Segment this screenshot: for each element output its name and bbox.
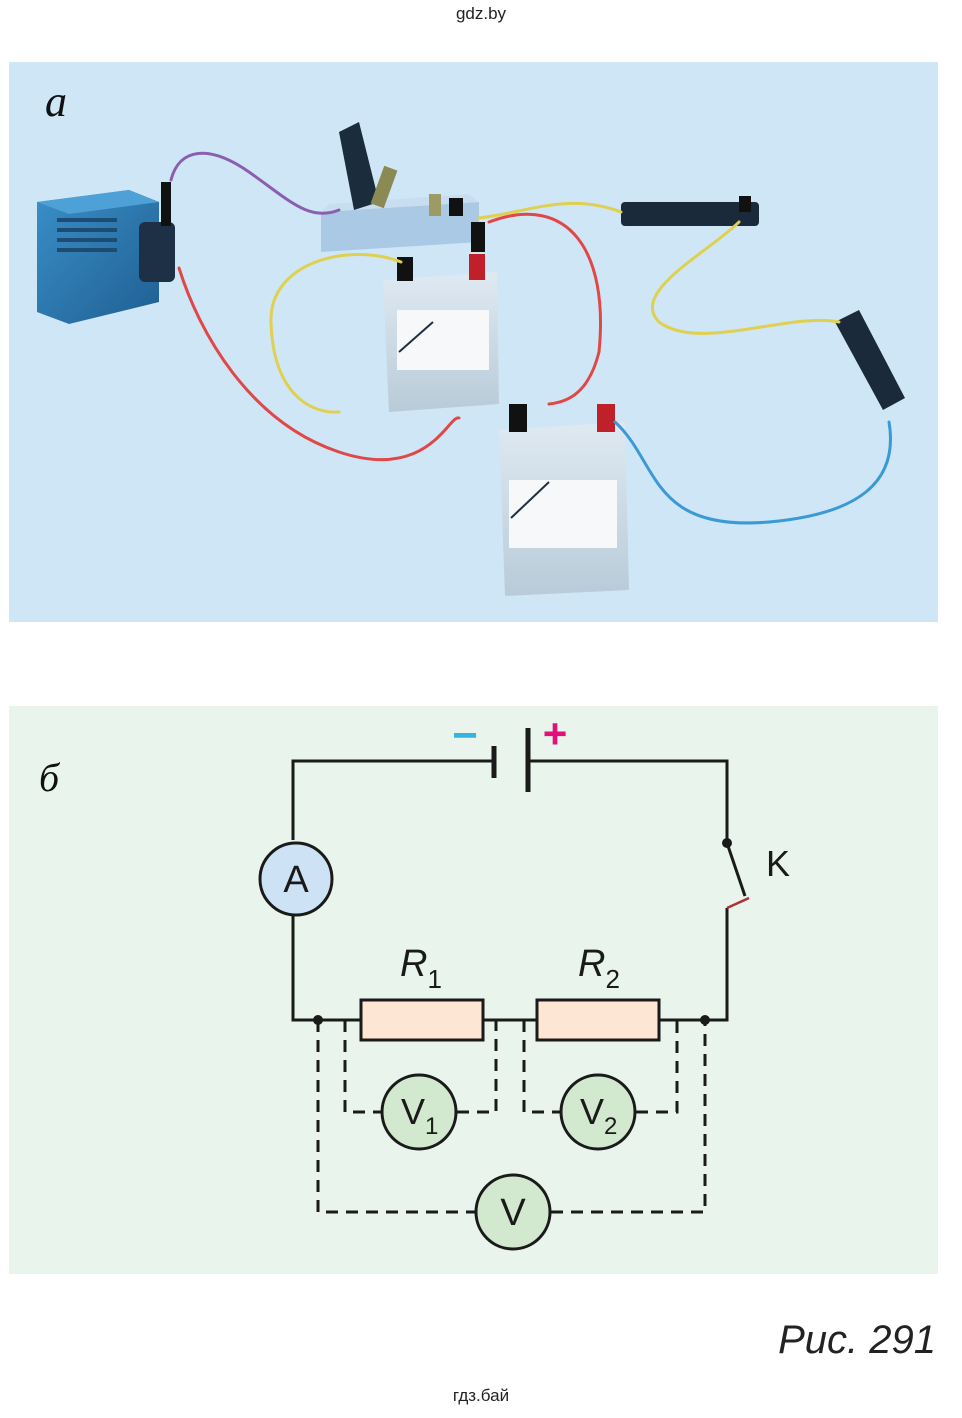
figure-caption: Рис. 291 xyxy=(778,1318,936,1362)
battery xyxy=(491,728,531,792)
v1-label: V1 xyxy=(401,1091,438,1140)
resistor-block-2 xyxy=(835,310,905,410)
plus-sign: + xyxy=(543,710,568,757)
site-watermark-top: gdz.by xyxy=(455,4,507,23)
minus-sign: − xyxy=(452,711,478,760)
voltmeter-v xyxy=(474,1173,552,1251)
apparatus-photo xyxy=(37,122,905,596)
resistor-r2 xyxy=(535,998,661,1042)
ammeter-label: A xyxy=(283,859,309,901)
v2-label: V2 xyxy=(580,1091,617,1140)
schematic-panel: б − + K A xyxy=(9,706,938,1274)
switch-label: K xyxy=(766,843,790,884)
resistor-block-1 xyxy=(621,196,759,226)
voltmeter-device-2 xyxy=(499,404,629,596)
switch-k xyxy=(722,838,750,910)
site-watermark-bottom: гдз.бай xyxy=(452,1386,510,1405)
voltmeter-v1 xyxy=(380,1073,458,1151)
r2-label: R2 xyxy=(578,943,620,994)
ammeter xyxy=(258,841,334,917)
photo-panel: а xyxy=(9,62,938,622)
resistor-r1 xyxy=(359,998,485,1042)
voltmeter-v2 xyxy=(559,1073,637,1151)
power-supply xyxy=(37,182,175,324)
main-wires xyxy=(291,759,729,1022)
r1-label: R1 xyxy=(400,943,442,994)
voltmeter-device-1 xyxy=(383,254,499,412)
voltmeter-wires xyxy=(316,1020,707,1214)
circuit-diagram: − + K A R1 R2 xyxy=(258,710,790,1251)
panel-label-b: б xyxy=(39,755,60,800)
panel-label-a: а xyxy=(45,77,67,126)
switch-base xyxy=(321,122,485,252)
v-label: V xyxy=(500,1192,526,1234)
